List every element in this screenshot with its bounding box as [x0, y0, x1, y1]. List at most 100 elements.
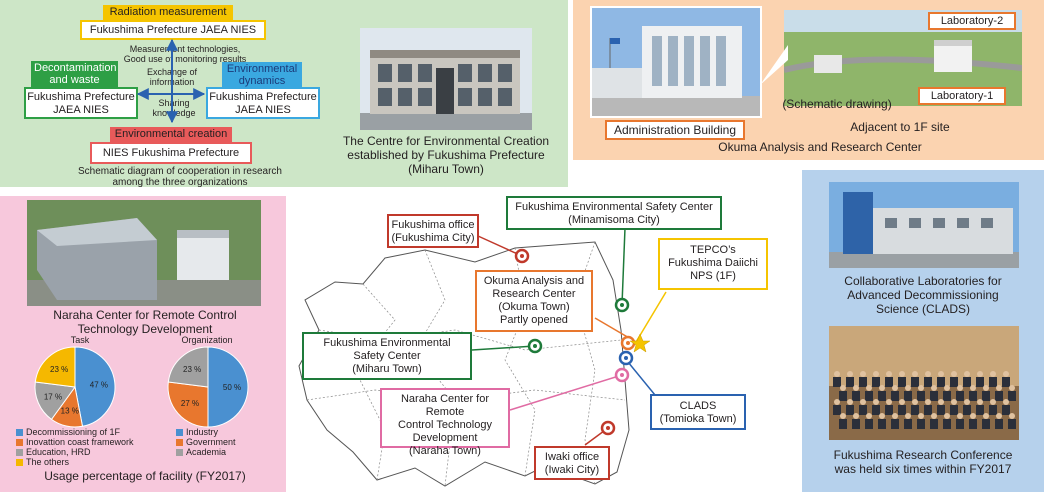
person-body [917, 419, 925, 429]
legend-swatch [176, 438, 183, 446]
person-head [970, 385, 976, 391]
person-head [996, 385, 1002, 391]
person-body [956, 391, 964, 401]
person-body [904, 419, 912, 429]
fesc-minamisoma-callout: Fukushima Environmental Safety Center(Mi… [506, 196, 722, 230]
person-head [938, 399, 944, 405]
person-head [977, 399, 983, 405]
lab1-label: Laboratory-1 [918, 87, 1006, 105]
person-head [886, 371, 892, 377]
person-head [860, 371, 866, 377]
person-head [957, 385, 963, 391]
pie-label: 23 % [50, 365, 68, 374]
person-body [878, 391, 886, 401]
clads-caption: Collaborative Laboratories for Advanced … [844, 274, 1002, 316]
person-body [930, 391, 938, 401]
person-head [996, 413, 1002, 419]
legend-swatch [16, 458, 23, 466]
legend-swatch [176, 428, 183, 436]
person-head [964, 399, 970, 405]
task-legend-3: The others [16, 457, 69, 467]
conference-photo [829, 326, 1019, 440]
clads-callout: CLADS(Tomioka Town) [650, 394, 746, 430]
pie-label: 23 % [183, 365, 201, 374]
pie-label: 50 % [223, 383, 241, 392]
admin-building-image [592, 8, 760, 116]
org-legend-0: Industry [176, 427, 218, 437]
clads-marker [618, 350, 634, 366]
crowd-figures [833, 371, 1016, 429]
person-head [1003, 371, 1009, 377]
person-body [1002, 377, 1010, 387]
person-body [885, 377, 893, 387]
org-legend-1: Government [176, 437, 236, 447]
person-head [983, 385, 989, 391]
person-head [912, 371, 918, 377]
person-head [886, 399, 892, 405]
person-body [911, 405, 919, 415]
clads-building-image [829, 182, 1019, 268]
callout-connector [760, 45, 788, 85]
person-head [879, 413, 885, 419]
measurement-note: Measurement technologies, Good use of mo… [123, 44, 247, 64]
legend-swatch [176, 448, 183, 456]
person-head [925, 371, 931, 377]
pie-slice [167, 381, 209, 428]
person-head [873, 399, 879, 405]
task-legend-0: Decommissioning of 1F [16, 427, 120, 437]
adjacent-label: Adjacent to 1F site [850, 120, 950, 134]
person-body [911, 377, 919, 387]
person-head [899, 399, 905, 405]
usage-caption: Usage percentage of facility (FY2017) [44, 469, 246, 483]
decon-orgs-box: Fukushima Prefecture JAEA NIES [24, 87, 138, 119]
person-head [983, 413, 989, 419]
person-body [846, 377, 854, 387]
fesc-minamisoma-marker [614, 297, 630, 313]
legend-swatch [16, 428, 23, 436]
person-head [899, 371, 905, 377]
fesc-miharu-marker [527, 338, 543, 354]
creation-header: Environmental creation [110, 127, 232, 142]
person-head [918, 413, 924, 419]
person-body [924, 377, 932, 387]
naraha-aerial-image [27, 200, 261, 306]
person-head [873, 371, 879, 377]
person-head [944, 413, 950, 419]
person-head [977, 371, 983, 377]
person-head [840, 385, 846, 391]
person-head [944, 385, 950, 391]
person-body [930, 419, 938, 429]
person-body [976, 377, 984, 387]
person-head [990, 371, 996, 377]
person-body [891, 391, 899, 401]
person-head [834, 399, 840, 405]
lab2-label: Laboratory-2 [928, 12, 1016, 30]
pie-slice [74, 346, 116, 427]
person-head [957, 413, 963, 419]
person-body [969, 419, 977, 429]
person-head [918, 385, 924, 391]
iwaki-office-marker [600, 420, 616, 436]
person-body [859, 377, 867, 387]
person-body [865, 391, 873, 401]
person-head [1009, 413, 1015, 419]
centre-building-photo [360, 28, 532, 130]
pie-slice [34, 346, 76, 388]
person-body [1008, 391, 1016, 401]
schematic-caption: Schematic diagram of cooperation in rese… [78, 166, 282, 188]
person-body [1008, 419, 1016, 429]
pie-label: 27 % [181, 399, 199, 408]
person-body [865, 419, 873, 429]
cooperation-arrows [136, 38, 206, 124]
person-head [951, 399, 957, 405]
person-head [892, 413, 898, 419]
person-body [976, 405, 984, 415]
person-head [912, 399, 918, 405]
person-head [990, 399, 996, 405]
person-body [969, 391, 977, 401]
person-body [872, 405, 880, 415]
organization-pie-chart: 50 % 27 % 23 % [167, 346, 249, 428]
